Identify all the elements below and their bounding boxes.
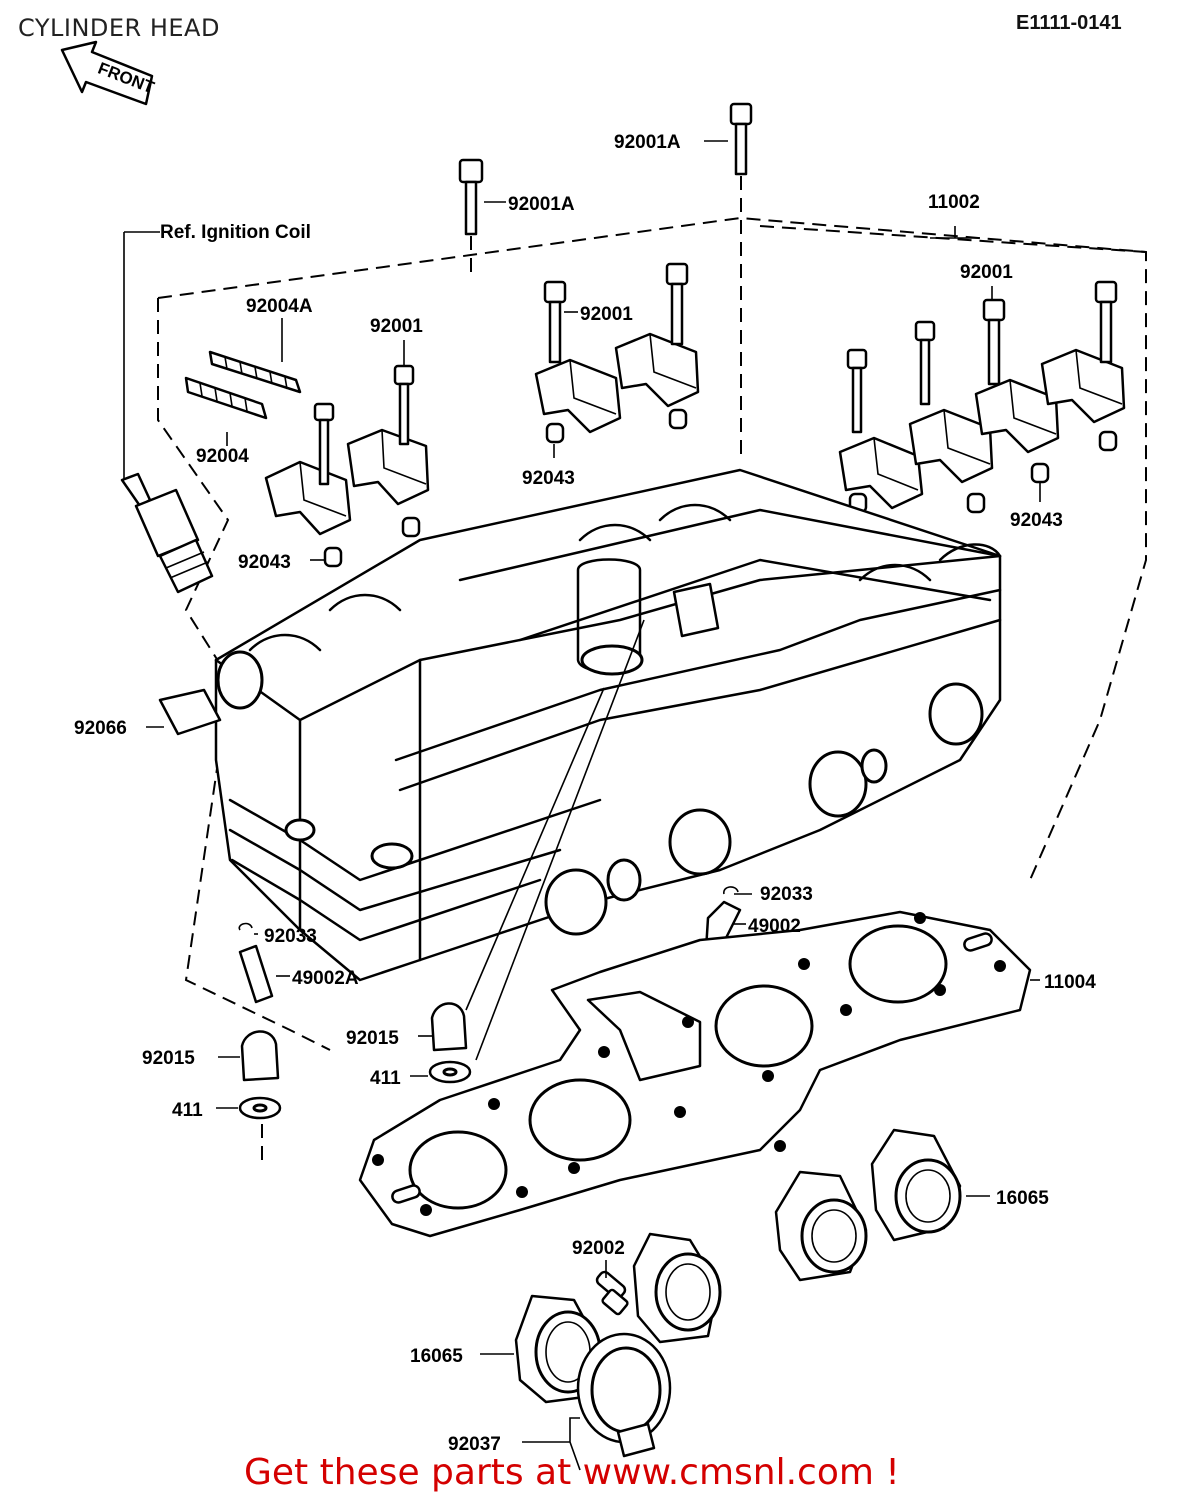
clamp-92037 xyxy=(576,1332,672,1458)
assembly-outline xyxy=(157,216,1147,1051)
label-92015-center: 92015 xyxy=(346,1028,399,1049)
bolt-92001A-mid xyxy=(458,158,484,272)
stud-92004A xyxy=(208,350,302,394)
label-11004: 11004 xyxy=(1044,972,1096,993)
ref-ignition-coil-note: Ref. Ignition Coil xyxy=(160,222,311,243)
label-92037: 92037 xyxy=(448,1434,501,1455)
cam-cap-right-1 xyxy=(838,348,924,510)
cam-cap-right-3 xyxy=(974,298,1060,454)
screw-92002 xyxy=(595,1270,629,1316)
cam-cap-left-1 xyxy=(264,402,352,536)
cam-cap-left-2 xyxy=(346,364,430,506)
label-92004: 92004 xyxy=(196,446,249,467)
label-92015-left: 92015 xyxy=(142,1048,195,1069)
label-92001-left: 92001 xyxy=(370,316,423,337)
intake-holder-16065-right xyxy=(774,1128,962,1282)
label-411-left: 411 xyxy=(172,1100,203,1121)
part-labels: 92001A 92001A 11002 Ref. Ignition Coil 9… xyxy=(74,132,1096,1455)
label-92001-center: 92001 xyxy=(580,304,633,325)
page-title: CYLINDER HEAD xyxy=(18,14,220,42)
dowel-pins xyxy=(323,408,1118,568)
label-411-center: 411 xyxy=(370,1068,401,1089)
front-arrow-icon: FRONT xyxy=(60,40,157,106)
acorn-nut-92015-center xyxy=(428,1002,472,1084)
label-92043-right: 92043 xyxy=(1010,510,1063,531)
cap-92066 xyxy=(158,688,222,736)
acorn-nut-92015-left xyxy=(238,1030,282,1168)
label-16065-right: 16065 xyxy=(996,1188,1049,1209)
label-92066: 92066 xyxy=(74,718,127,739)
cam-cap-center-2 xyxy=(614,262,700,408)
label-92001A-mid: 92001A xyxy=(508,194,575,215)
valve-guide-49002A xyxy=(238,922,274,1004)
cam-cap-center-1 xyxy=(534,280,622,434)
label-92002: 92002 xyxy=(572,1238,625,1259)
label-92043-center: 92043 xyxy=(522,468,575,489)
spark-plug-icon xyxy=(120,472,214,594)
label-49002A: 49002A xyxy=(292,968,359,989)
stud-92004 xyxy=(184,376,268,420)
label-16065-left: 16065 xyxy=(410,1346,463,1367)
label-92001-right: 92001 xyxy=(960,262,1013,283)
label-92001A-top: 92001A xyxy=(614,132,681,153)
diagram-code: E1111-0141 xyxy=(1016,12,1122,34)
label-92004A: 92004A xyxy=(246,296,313,317)
label-49002: 49002 xyxy=(748,916,801,937)
cam-cap-right-2 xyxy=(908,320,994,484)
cmsnl-link[interactable]: Get these parts at www.cmsnl.com ! xyxy=(244,1452,900,1493)
label-92043-left: 92043 xyxy=(238,552,291,573)
cylinder-head-body xyxy=(214,468,1002,982)
label-92033-left: 92033 xyxy=(264,926,317,947)
head-gasket-11004 xyxy=(358,910,1032,1238)
cam-cap-right-4 xyxy=(1040,280,1126,424)
leader-lines xyxy=(123,140,1041,1471)
bolt-92001A-top xyxy=(729,102,753,460)
label-92033-right: 92033 xyxy=(760,884,813,905)
label-11002: 11002 xyxy=(928,192,980,213)
